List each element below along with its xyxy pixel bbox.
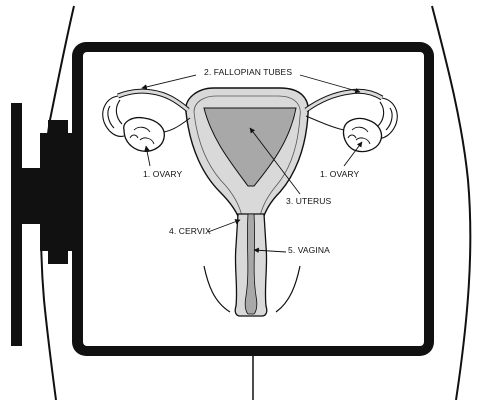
monitor-stand xyxy=(11,103,76,346)
label-fallopian-tubes: 2. FALLOPIAN TUBES xyxy=(204,67,292,77)
label-uterus: 3. UTERUS xyxy=(286,196,331,206)
ovary-right xyxy=(343,118,381,151)
label-cervix: 4. CERVIX xyxy=(169,226,211,236)
label-ovary-right: 1. OVARY xyxy=(320,169,359,179)
label-vagina: 5. VAGINA xyxy=(288,245,330,255)
body-outline-right xyxy=(432,6,470,400)
label-ovary-left: 1. OVARY xyxy=(143,169,182,179)
